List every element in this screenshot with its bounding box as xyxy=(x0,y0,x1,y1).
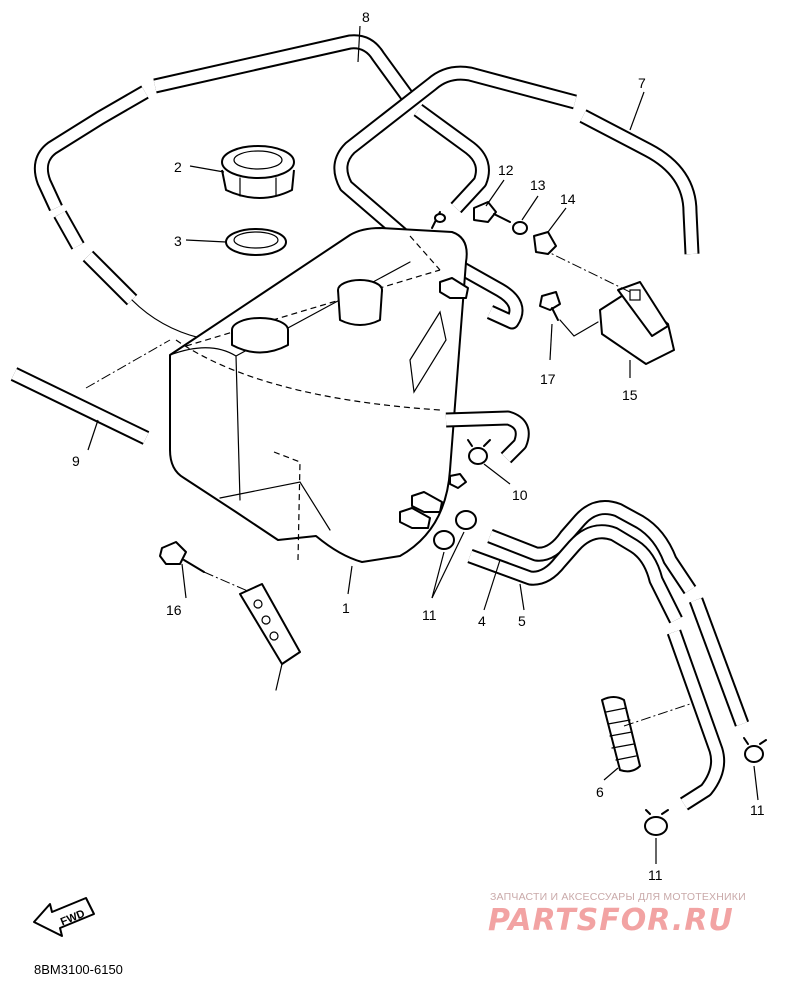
callout-7: 7 xyxy=(638,75,646,91)
gasket xyxy=(225,228,287,256)
watermark-brand: PARTSFOR.RU xyxy=(488,903,734,938)
callout-3: 3 xyxy=(174,233,182,249)
watermark-tagline: ЗАПЧАСТИ И АКСЕССУАРЫ ДЛЯ МОТОТЕХНИКИ xyxy=(490,891,746,903)
tank-cap xyxy=(221,145,295,199)
clamp-10 xyxy=(467,439,491,465)
bolt-17 xyxy=(539,291,599,337)
callouts: 1 2 3 4 5 6 7 8 9 10 11 11 11 12 13 14 1… xyxy=(72,9,765,883)
bracket xyxy=(539,247,675,365)
callout-16: 16 xyxy=(166,602,182,618)
hose-4-5 xyxy=(467,500,750,811)
nut-14 xyxy=(533,231,557,255)
callout-9: 9 xyxy=(72,453,80,469)
callout-12: 12 xyxy=(498,162,514,178)
callout-2: 2 xyxy=(174,159,182,175)
callout-15: 15 xyxy=(622,387,638,403)
clamps-11 xyxy=(433,510,767,836)
callout-17: 17 xyxy=(540,371,556,387)
callout-14: 14 xyxy=(560,191,576,207)
mount-bolts xyxy=(399,211,469,529)
watermark: ЗАПЧАСТИ И АКСЕССУАРЫ ДЛЯ МОТОТЕХНИКИ PA… xyxy=(488,891,746,938)
fwd-arrow: FWD xyxy=(33,897,95,937)
hose-protector xyxy=(601,696,691,773)
washer-13 xyxy=(512,221,528,235)
hose-9 xyxy=(10,339,171,445)
leader-lines xyxy=(87,25,759,864)
hose-8 xyxy=(33,34,490,339)
callout-8: 8 xyxy=(362,9,370,25)
callout-11-a: 11 xyxy=(422,607,437,623)
bolt-16 xyxy=(159,541,251,593)
callout-1: 1 xyxy=(342,600,350,616)
callout-11-b: 11 xyxy=(750,802,765,818)
callout-11-c: 11 xyxy=(648,867,663,883)
hose-7 xyxy=(333,65,700,330)
callout-10: 10 xyxy=(512,487,528,503)
bolt-12 xyxy=(473,201,511,223)
oil-tank xyxy=(169,227,530,563)
callout-13: 13 xyxy=(530,177,546,193)
frame-stub xyxy=(239,583,301,691)
callout-6: 6 xyxy=(596,784,604,800)
callout-4: 4 xyxy=(478,613,486,629)
callout-5: 5 xyxy=(518,613,526,629)
diagram-code: 8BM3100-6150 xyxy=(34,962,123,977)
